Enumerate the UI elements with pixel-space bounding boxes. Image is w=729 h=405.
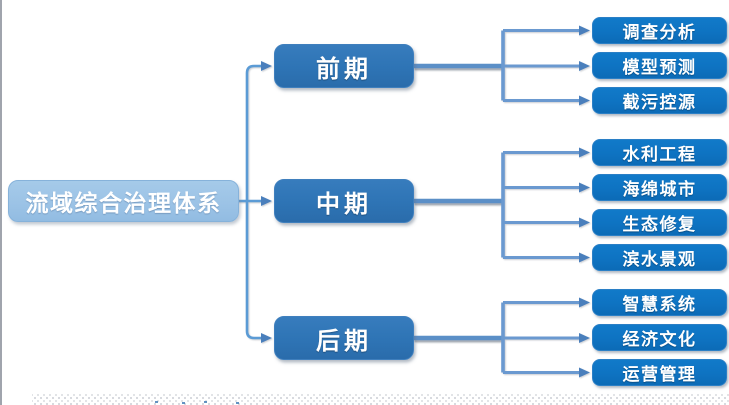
item-node: 滨水景观 xyxy=(592,244,727,271)
item-node: 运营管理 xyxy=(592,359,727,386)
bottom-speck xyxy=(204,401,207,403)
phase-to-item-connectors xyxy=(501,25,590,378)
slide-edge-line xyxy=(0,0,2,405)
phase-node-early: 前期 xyxy=(274,44,414,88)
item-node: 调查分析 xyxy=(592,17,727,44)
stem-shadows xyxy=(414,66,504,343)
item-node: 截污控源 xyxy=(592,87,727,114)
bottom-speck xyxy=(155,401,158,403)
root-node: 流域综合治理体系 xyxy=(8,180,239,222)
item-node: 海绵城市 xyxy=(592,174,727,201)
item-node: 智慧系统 xyxy=(592,289,727,316)
item-node: 模型预测 xyxy=(592,52,727,79)
bottom-dot-texture xyxy=(32,394,729,405)
phase-node-late: 后期 xyxy=(274,316,414,360)
root-to-phase-connectors xyxy=(237,61,272,343)
bottom-speck xyxy=(236,402,239,404)
item-node: 生态修复 xyxy=(592,209,727,236)
branch-arrows xyxy=(503,25,590,378)
item-node: 水利工程 xyxy=(592,139,727,166)
bottom-speck xyxy=(182,402,185,404)
phase-stem-connectors xyxy=(414,63,503,341)
item-node: 经济文化 xyxy=(592,324,727,351)
phase-node-middle: 中期 xyxy=(274,179,414,223)
